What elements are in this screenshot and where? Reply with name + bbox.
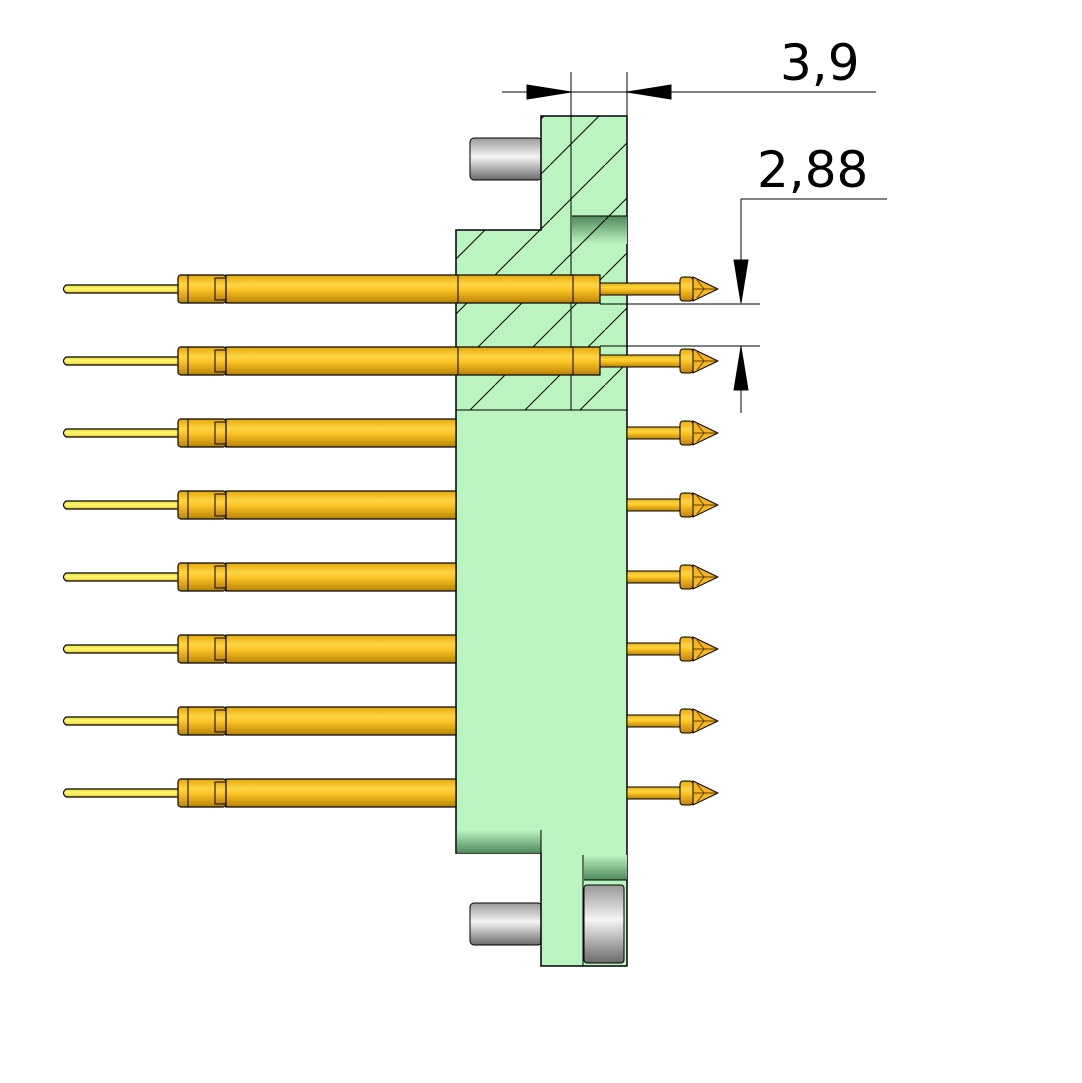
pin-neck [214,349,228,373]
pin-neck [214,493,228,517]
dimension-pitch-label: 2,88 [757,141,868,199]
top-dowel-pin [469,137,543,181]
plunger [599,282,681,296]
crown-facets [693,351,718,371]
crown-facets [693,279,718,299]
pin-neck [214,637,228,661]
arrowhead-up [733,346,749,391]
spring-probe-pin [62,490,720,520]
pin-barrel [225,490,457,520]
plunger-head [679,636,694,662]
pin-tail [62,284,181,294]
plunger-head [679,492,694,518]
plunger-head [679,348,694,374]
spring-probe-pin [62,346,720,376]
bottom-dowel-pin [469,902,543,946]
crown-facets [693,567,718,587]
crown-facets [693,423,718,443]
dimension-pitch [600,198,887,413]
pin-barrel [225,562,457,592]
plunger [626,498,681,512]
plunger [626,642,681,656]
pin-tail [62,500,181,510]
pin-neck [214,421,228,445]
plunger [626,786,681,800]
plunger-head [679,420,694,446]
plunger-head [679,708,694,734]
spring-probe-pin [62,778,720,808]
housing [455,115,628,967]
pin-tail [62,356,181,366]
plunger [626,570,681,584]
dimension-width-label: 3,9 [780,34,860,92]
pin-neck [214,781,228,805]
pin-barrel [225,346,601,376]
dimension-width [502,72,876,116]
plunger-head [679,780,694,806]
pin-barrel [225,634,457,664]
section-hatching [456,116,627,410]
crown-facets [693,639,718,659]
plunger [626,426,681,440]
pin-tail [62,572,181,582]
spring-probe-pin [62,418,720,448]
pin-tail [62,428,181,438]
crown-facets [693,711,718,731]
spring-probe-pin [62,274,720,304]
pin-tail [62,788,181,798]
pin-barrel [225,418,457,448]
pin-barrel [225,706,457,736]
pin-group [62,274,720,808]
spring-probe-pin [62,706,720,736]
plunger-head [679,276,694,302]
plunger [599,354,681,368]
arrowhead-down [733,259,749,304]
pin-neck [214,565,228,589]
pin-tail [62,716,181,726]
pin-tail [62,644,181,654]
arrowhead-right [526,84,572,100]
plunger [626,714,681,728]
arrowhead-left [626,84,672,100]
pin-barrel [225,778,457,808]
pin-barrel [225,274,601,304]
spring-probe-pin [62,634,720,664]
crown-facets [693,783,718,803]
crown-facets [693,495,718,515]
plunger-head [679,564,694,590]
pin-neck [214,277,228,301]
screw-head [583,884,625,964]
pin-neck [214,709,228,733]
spring-probe-pin [62,562,720,592]
